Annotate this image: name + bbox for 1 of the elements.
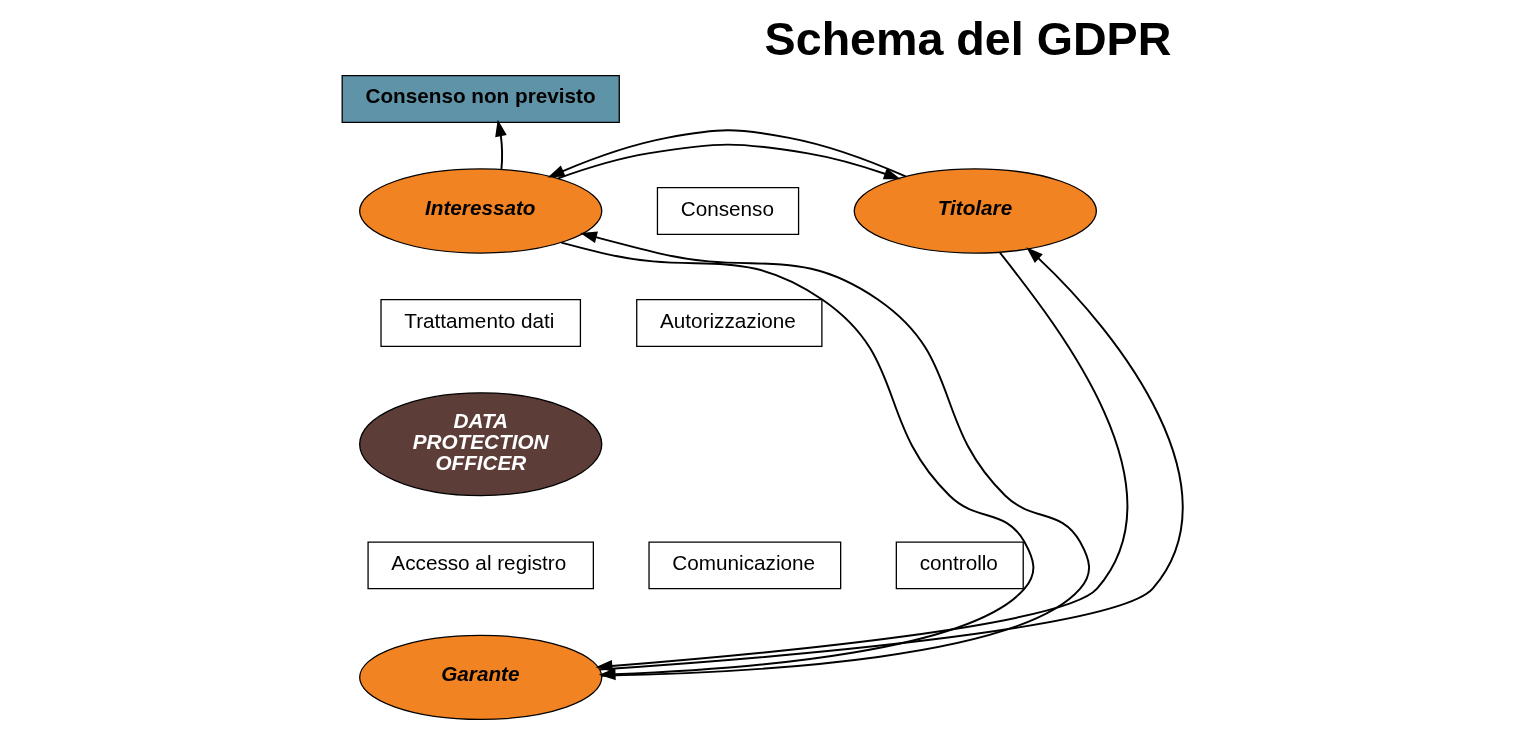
diagram-title: Schema del GDPR bbox=[764, 12, 1171, 65]
